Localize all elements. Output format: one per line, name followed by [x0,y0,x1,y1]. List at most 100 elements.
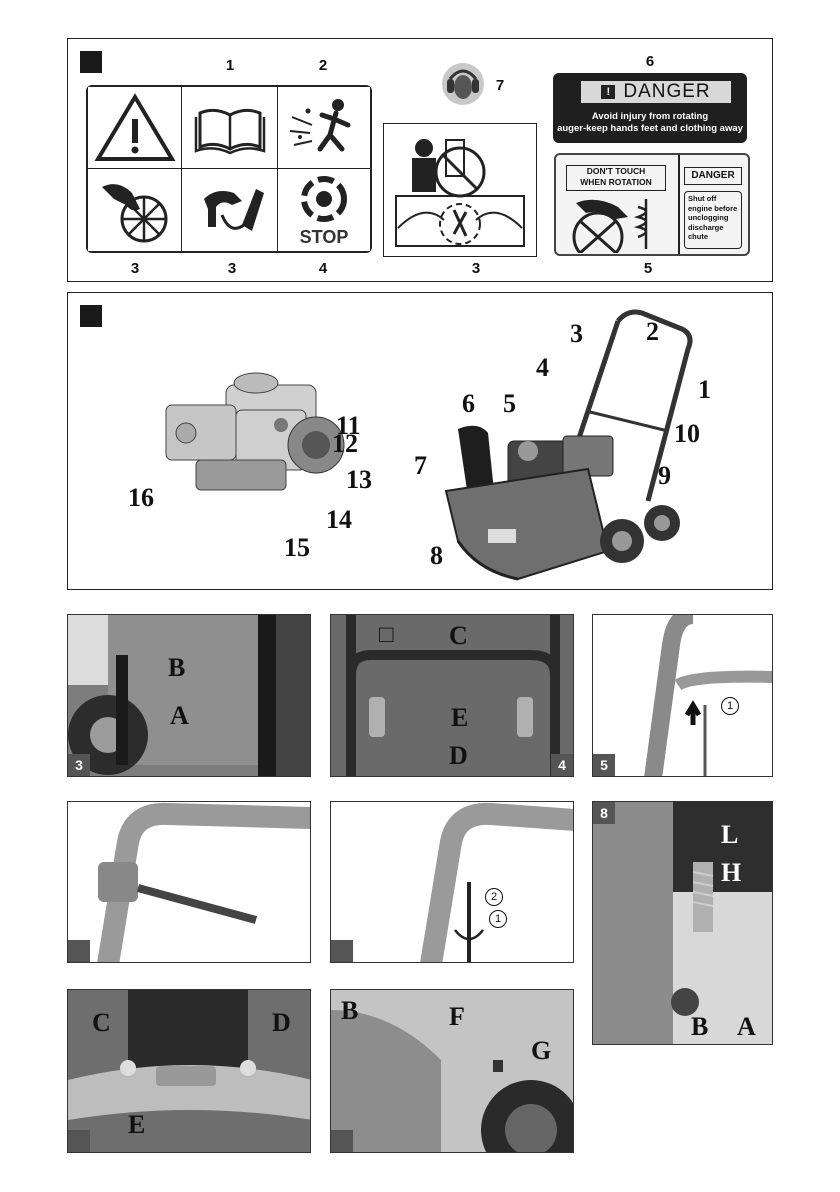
photo-8-badge: 8 [593,802,615,824]
hand-in-impeller-icon [88,169,182,251]
figure-2-marker [80,305,102,327]
sticker-divider [678,155,680,254]
engine-illustration [156,365,356,505]
photo-8-label-a: A [737,1014,756,1040]
manual-cell [182,87,278,169]
photo-9-badge [68,1130,90,1152]
warning-triangle-icon [88,87,182,169]
photo-6-image [68,802,311,963]
hand-auger-cell [182,169,278,251]
photo-8-spring: L H B A 8 [592,801,773,1045]
snow-blower-illustration [418,301,718,585]
label-3c: 3 [466,260,486,277]
photo-8-image [593,802,773,1045]
part-5: 5 [503,389,516,419]
danger-line-1: Avoid injury from rotating [553,111,747,122]
note-line-2: engine before [688,204,738,214]
photo-10-label-b: B [341,998,358,1024]
photo-4-box: □ [379,623,394,647]
part-3: 3 [570,319,583,349]
thrown-objects-icon [278,87,370,169]
dont-touch-box: DON'T TOUCH WHEN ROTATION [566,165,666,191]
note-line-4: discharge [688,223,738,233]
figure-1-marker [80,51,102,73]
label-4: 4 [313,260,333,277]
photo-7-circled-2: 2 [485,888,503,906]
photo-9-label-c: C [92,1010,111,1036]
photo-5-circled-1: 1 [721,697,739,715]
part-1: 1 [698,375,711,405]
photo-7-badge [331,940,353,962]
part-16: 16 [128,483,154,513]
photo-4-label-d: D [449,743,468,769]
photo-8-label-l: L [721,822,738,848]
photo-4-label-c: C [449,623,468,649]
stop-rotation-icon [278,169,370,229]
danger-title-box: ! DANGER [581,81,731,103]
part-15: 15 [284,533,310,563]
photo-9-label-d: D [272,1010,291,1036]
danger-line-2: auger-keep hands feet and clothing away [553,123,747,134]
photo-9-label-e: E [128,1112,145,1138]
exclamation-icon: ! [601,85,615,99]
part-9: 9 [658,461,671,491]
label-7: 7 [490,77,510,94]
part-8: 8 [430,541,443,571]
sticker-danger-label: DANGER [684,167,742,185]
label-3a: 3 [125,260,145,277]
operator-sticker [383,123,537,257]
photo-4-badge: 4 [551,754,573,776]
ear-protection-icon [438,61,488,107]
hand-auger-icon [182,169,278,251]
photo-10-badge [331,1130,353,1152]
part-2: 2 [646,317,659,347]
photo-4-label-e: E [451,705,468,731]
label-2: 2 [313,57,333,74]
photo-7-image [331,802,574,963]
figure-2-machine-parts: 1 2 3 4 5 6 7 8 9 10 11 12 13 14 15 16 [67,292,773,590]
danger-title: DANGER [623,81,710,103]
label-5: 5 [638,260,658,277]
dont-touch-line-2: WHEN ROTATION [567,177,665,188]
warning-triangle-cell [88,87,182,169]
photo-3-label-b: B [168,655,185,681]
photo-4-handle: □ C E D 4 [330,614,574,777]
dont-touch-line-1: DON'T TOUCH [567,166,665,177]
label-3b: 3 [222,260,242,277]
photo-10-label-f: F [449,1004,465,1030]
photo-3-label-a: A [170,703,189,729]
photo-10-housing: B F G [330,989,574,1153]
note-line-3: unclogging [688,213,738,223]
note-line-5: chute [688,232,738,242]
label-1: 1 [220,57,240,74]
part-14: 14 [326,505,352,535]
photo-10-label-g: G [531,1038,551,1064]
stop-cell: STOP [278,169,370,251]
part-7: 7 [414,451,427,481]
part-6: 6 [462,389,475,419]
photo-8-label-b: B [691,1014,708,1040]
danger-sign: ! DANGER Avoid injury from rotating auge… [553,73,747,143]
label-6: 6 [640,53,660,70]
photo-5-image [593,615,773,777]
symbol-grid: STOP [86,85,372,253]
photo-3-badge: 3 [68,754,90,776]
part-13: 13 [346,465,372,495]
operator-no-hands-icon [384,124,536,256]
photo-9-belt: C D E [67,989,311,1153]
note-line-1: Shut off [688,194,738,204]
photo-7-circled-1: 1 [489,910,507,928]
hand-impeller-cell [88,169,182,251]
figure-1-safety-symbols: 1 2 6 7 STOP 3 3 4 3 5 ! [67,38,773,282]
open-book-icon [182,87,278,169]
part-12: 12 [332,429,358,459]
photo-3-chute-bolts: B A 3 [67,614,311,777]
photo-6-badge [68,940,90,962]
photo-5-badge: 5 [593,754,615,776]
warning-sticker: DON'T TOUCH WHEN ROTATION DANGER Shut of… [554,153,750,256]
photo-7-cable-adjust: 2 1 [330,801,574,963]
stop-text: STOP [278,227,370,248]
auger-hand-icon [566,195,676,253]
photo-6-handle-bolt [67,801,311,963]
thrown-objects-cell [278,87,370,169]
